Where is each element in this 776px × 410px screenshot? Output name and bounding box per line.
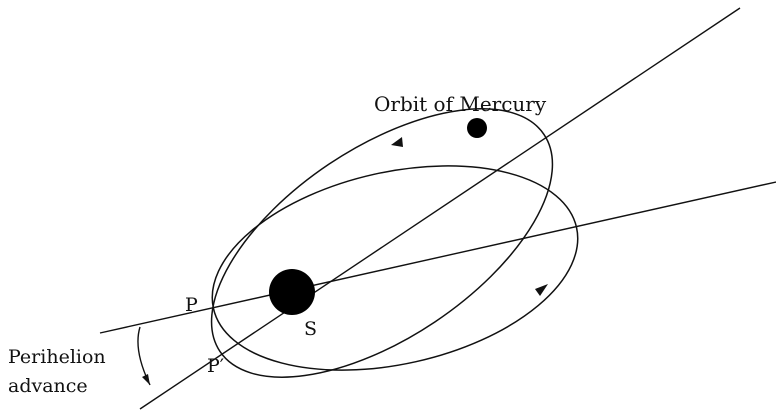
perihelion-label-p-prime: P′ (207, 355, 224, 377)
mercury-body (467, 118, 487, 138)
orbit-direction-arrow-upper (391, 137, 403, 147)
sun-body (269, 269, 315, 315)
perihelion-advance-label-line2: advance (8, 375, 88, 397)
apsidal-line-advanced (140, 8, 740, 409)
orbit-label: Orbit of Mercury (374, 92, 547, 116)
perihelion-advance-label-line1: Perihelion (8, 346, 106, 368)
perihelion-label-p: P (185, 294, 198, 316)
apsidal-line-original (100, 182, 776, 333)
perihelion-advance-arrowhead (142, 374, 150, 385)
orbit-direction-arrow-lower (535, 284, 548, 296)
orbit-ellipse-original (193, 134, 598, 403)
sun-label: S (304, 318, 317, 340)
